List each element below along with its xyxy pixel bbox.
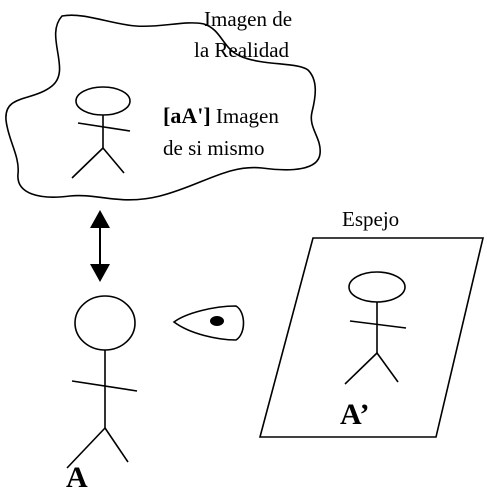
- mirror: [258, 237, 485, 438]
- person-a-label: A: [66, 461, 88, 491]
- eye-icon: [172, 305, 245, 341]
- double-arrow-icon: [90, 210, 110, 282]
- self-image-figure: [71, 86, 131, 179]
- self-image-label-line2: de si mismo: [163, 136, 265, 160]
- self-image-rest: Imagen: [211, 104, 280, 128]
- reality-cloud: [5, 14, 321, 201]
- reflection-label: A’: [340, 398, 369, 431]
- reflected-figure: [344, 271, 407, 385]
- self-image-bold: [aA']: [163, 103, 211, 128]
- self-image-label-line1: [aA'] Imagen: [163, 103, 279, 128]
- cloud-title-line1: Imagen de: [204, 7, 292, 31]
- cloud-title-line2: la Realidad: [194, 38, 290, 62]
- person-a-figure: [66, 295, 138, 469]
- mirror-label: Espejo: [342, 207, 399, 231]
